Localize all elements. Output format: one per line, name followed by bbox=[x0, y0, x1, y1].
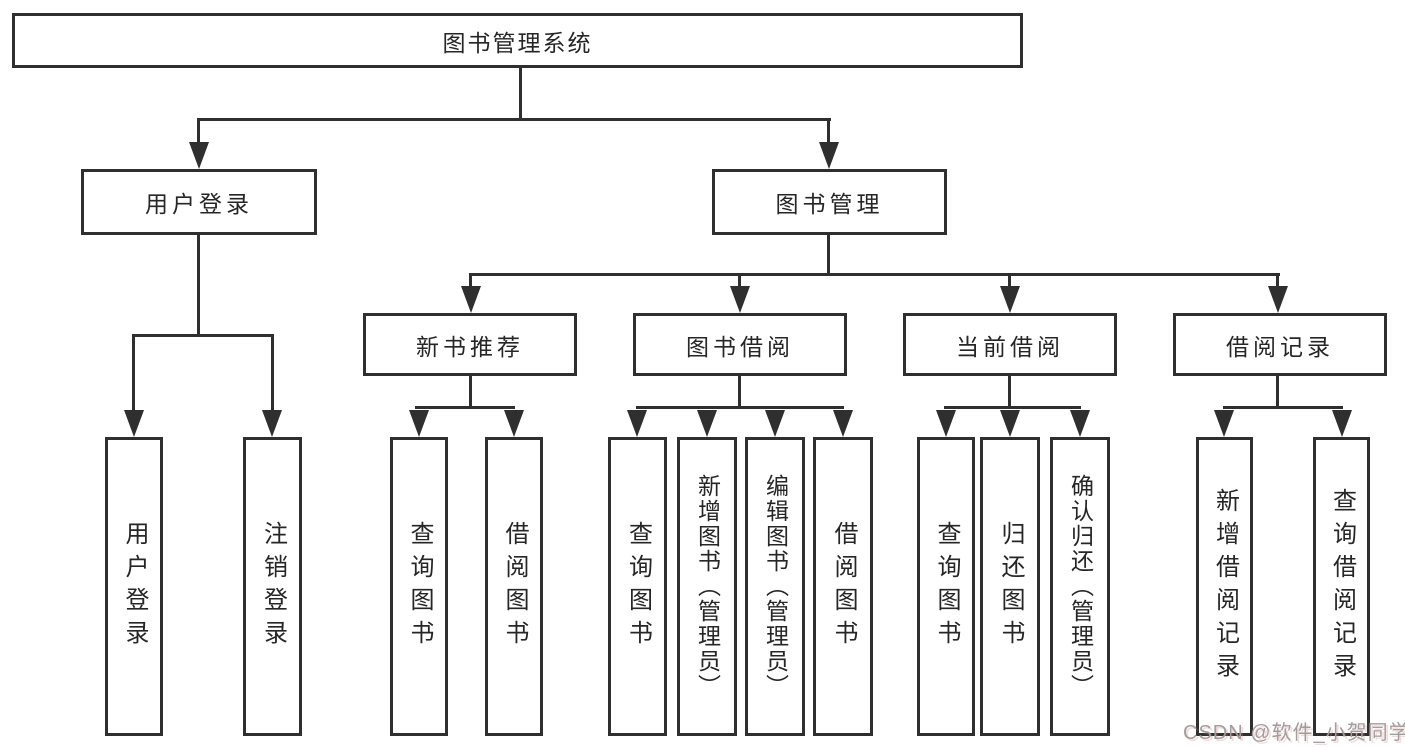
leaf-borrow-book-label: 借阅图书 bbox=[830, 520, 857, 653]
node-book-borrow-label: 图书借阅 bbox=[686, 333, 794, 360]
node-current-borrow-label: 当前借阅 bbox=[956, 333, 1064, 360]
node-new-book-recommend-label: 新书推荐 bbox=[416, 333, 524, 360]
connector-arrow bbox=[504, 410, 524, 437]
connector-line bbox=[469, 273, 1280, 276]
leaf-query-borrow-record: 查询借阅记录 bbox=[1313, 437, 1370, 736]
leaf-edit-book-admin: 编辑图书（管理员） bbox=[745, 437, 805, 736]
leaf-recommend-query-book: 查询图书 bbox=[390, 437, 448, 736]
node-current-borrow: 当前借阅 bbox=[903, 313, 1117, 376]
node-borrow-record: 借阅记录 bbox=[1173, 313, 1387, 376]
connector-arrow bbox=[1000, 286, 1020, 313]
connector-line bbox=[132, 334, 274, 337]
connector-arrow bbox=[765, 410, 785, 437]
leaf-borrow-book: 借阅图书 bbox=[813, 437, 873, 736]
node-user-login: 用户登录 bbox=[81, 169, 317, 235]
leaf-confirm-return-admin-label: 确认归还（管理员） bbox=[1067, 474, 1094, 699]
connector-line bbox=[1276, 376, 1279, 408]
leaf-borrow-query-book: 查询图书 bbox=[608, 437, 667, 736]
connector-line bbox=[469, 276, 472, 289]
node-new-book-recommend: 新书推荐 bbox=[363, 313, 577, 376]
leaf-logout: 注销登录 bbox=[243, 437, 302, 736]
connector-arrow bbox=[409, 410, 429, 437]
connector-arrow bbox=[189, 142, 209, 169]
connector-line bbox=[469, 376, 472, 408]
leaf-logout-label: 注销登录 bbox=[259, 520, 287, 653]
connector-line bbox=[1008, 276, 1011, 289]
connector-arrow bbox=[833, 410, 853, 437]
leaf-user-login: 用户登录 bbox=[105, 437, 163, 736]
connector-line bbox=[1008, 376, 1011, 408]
leaf-user-login-label: 用户登录 bbox=[121, 520, 148, 653]
node-book-management: 图书管理 bbox=[712, 169, 947, 235]
leaf-current-query-book-label: 查询图书 bbox=[933, 520, 960, 653]
connector-line bbox=[197, 235, 200, 336]
connector-line bbox=[415, 406, 515, 409]
leaf-confirm-return-admin: 确认归还（管理员） bbox=[1050, 437, 1110, 736]
csdn-watermark: CSDN @软件_小贺同学 bbox=[1183, 722, 1405, 744]
connector-arrow bbox=[461, 286, 481, 313]
connector-arrow bbox=[1070, 410, 1090, 437]
connector-line bbox=[197, 121, 200, 145]
connector-line bbox=[827, 235, 830, 275]
leaf-recommend-borrow-book-label: 借阅图书 bbox=[501, 520, 528, 653]
connector-arrow bbox=[819, 142, 839, 169]
connector-line bbox=[636, 406, 844, 409]
node-root: 图书管理系统 bbox=[12, 13, 1023, 68]
leaf-borrow-query-book-label: 查询图书 bbox=[624, 520, 652, 653]
connector-arrow bbox=[627, 410, 647, 437]
leaf-return-book: 归还图书 bbox=[980, 437, 1040, 736]
node-user-login-label: 用户登录 bbox=[145, 191, 253, 217]
connector-line bbox=[197, 118, 831, 121]
connector-arrow bbox=[730, 286, 750, 313]
leaf-query-borrow-record-label: 查询借阅记录 bbox=[1328, 487, 1356, 686]
leaf-add-book-admin: 新增图书（管理员） bbox=[677, 437, 737, 736]
leaf-add-borrow-record: 新增借阅记录 bbox=[1196, 437, 1253, 736]
leaf-recommend-query-book-label: 查询图书 bbox=[406, 520, 433, 653]
connector-line bbox=[1276, 276, 1279, 289]
connector-arrow bbox=[1214, 410, 1234, 437]
connector-line bbox=[519, 68, 522, 121]
connector-line bbox=[132, 337, 135, 412]
connector-arrow bbox=[1268, 286, 1288, 313]
leaf-add-book-admin-label: 新增图书（管理员） bbox=[694, 474, 721, 699]
leaf-edit-book-admin-label: 编辑图书（管理员） bbox=[762, 474, 789, 699]
leaf-add-borrow-record-label: 新增借阅记录 bbox=[1211, 487, 1239, 686]
connector-line bbox=[1223, 406, 1343, 409]
node-book-management-label: 图书管理 bbox=[775, 191, 884, 217]
connector-arrow bbox=[262, 410, 282, 437]
leaf-recommend-borrow-book: 借阅图书 bbox=[485, 437, 543, 736]
connector-arrow bbox=[1332, 410, 1352, 437]
connector-line bbox=[271, 337, 274, 412]
node-borrow-record-label: 借阅记录 bbox=[1226, 333, 1334, 360]
connector-arrow bbox=[936, 410, 956, 437]
leaf-return-book-label: 归还图书 bbox=[997, 520, 1024, 653]
node-root-label: 图书管理系统 bbox=[442, 29, 593, 56]
leaf-current-query-book: 查询图书 bbox=[917, 437, 975, 736]
connector-line bbox=[738, 376, 741, 408]
connector-line bbox=[738, 276, 741, 289]
connector-arrow bbox=[697, 410, 717, 437]
connector-arrow bbox=[124, 410, 144, 437]
node-book-borrow: 图书借阅 bbox=[633, 313, 847, 376]
connector-line bbox=[944, 406, 1081, 409]
connector-arrow bbox=[1000, 410, 1020, 437]
connector-line bbox=[827, 121, 830, 145]
